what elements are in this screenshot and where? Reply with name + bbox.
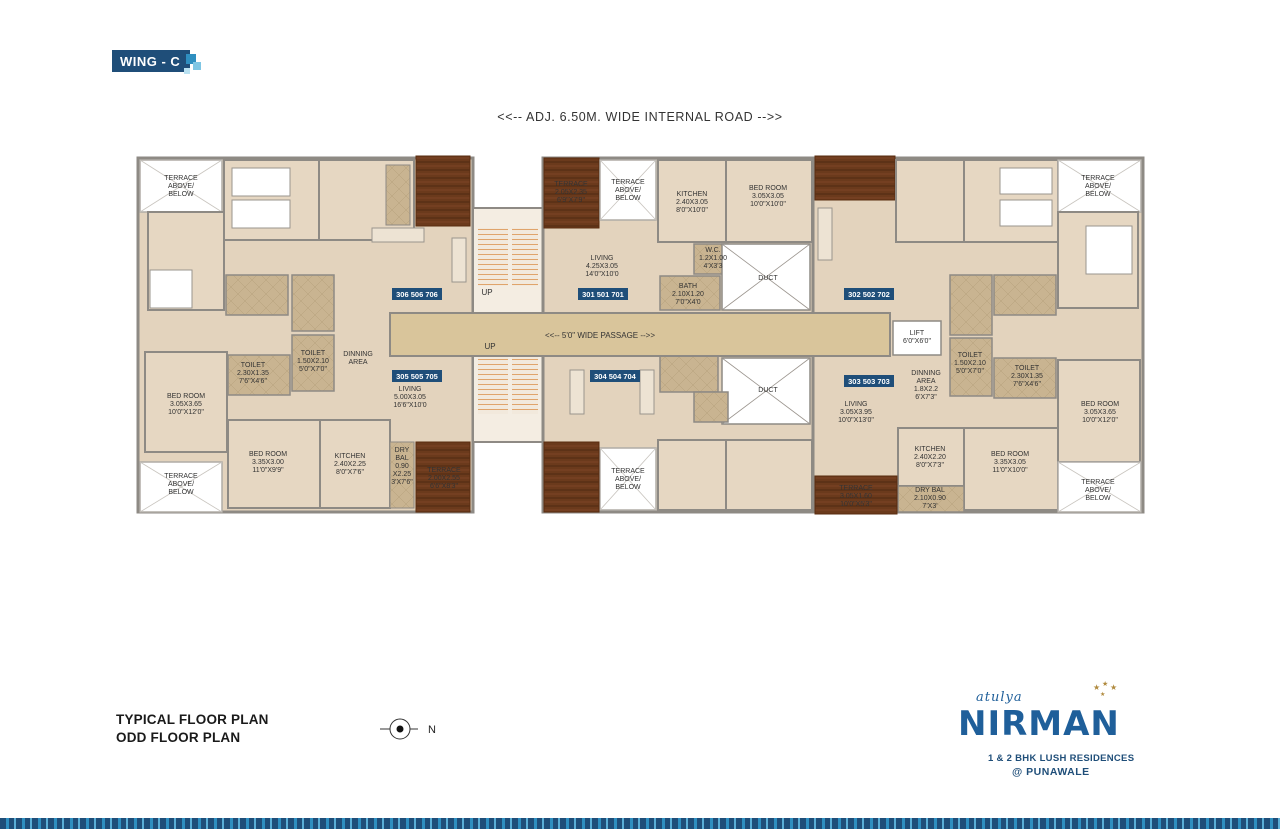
wing-badge-decor — [193, 62, 201, 70]
unit-tag-label: 303 503 703 — [848, 377, 890, 386]
unit-tag-label: 301 501 701 — [582, 290, 624, 299]
room-label-duct-top: DUCT — [758, 275, 778, 282]
room-label-stair-up-bottom: UP — [484, 342, 495, 351]
stars-icon: ★ ★ ★ ★ — [1093, 680, 1117, 698]
unit-tag-304: 304 504 704 — [590, 370, 640, 382]
room-label-stair-up-top: UP — [481, 288, 492, 297]
wing-badge-decor — [186, 54, 196, 64]
north-label: N — [428, 724, 436, 736]
lift — [892, 320, 942, 356]
unit-tag-label: 306 506 706 — [396, 290, 438, 299]
room-label-duct-bottom: DUCT — [758, 387, 778, 394]
unit-tag-label: 302 502 702 — [848, 290, 890, 299]
unit-tag-302: 302 502 702 — [844, 288, 894, 300]
brand-tagline: 1 & 2 BHK LUSH RESIDENCES — [988, 753, 1135, 764]
plan-title-line: TYPICAL FLOOR PLAN — [116, 712, 269, 727]
road-label: <<-- ADJ. 6.50M. WIDE INTERNAL ROAD -->> — [497, 110, 783, 124]
wing-badge-decor — [184, 68, 190, 74]
unit-tag-label: 304 504 704 — [594, 372, 637, 381]
brand-name: NIRMAN — [958, 704, 1120, 744]
svg-text:★: ★ — [1100, 691, 1105, 698]
svg-text:★: ★ — [1093, 683, 1100, 692]
brand-logo: ★ ★ ★ ★ atulya NIRMAN 1 & 2 BHK LUSH RES… — [950, 680, 1160, 780]
right-block — [811, 155, 1145, 515]
unit-tag-306: 306 506 706 — [392, 288, 442, 300]
svg-text:★: ★ — [1110, 683, 1117, 692]
plan-title: TYPICAL FLOOR PLAN ODD FLOOR PLAN — [116, 711, 269, 747]
passage-label: <<-- 5'0" WIDE PASSAGE -->> — [545, 331, 655, 340]
north-compass: N — [380, 718, 436, 740]
unit-tag-label: 305 505 705 — [396, 372, 438, 381]
unit-tag-303: 303 503 703 — [844, 375, 894, 387]
wing-badge: WING - C — [112, 50, 190, 72]
bottom-band — [0, 818, 1280, 829]
svg-text:★: ★ — [1102, 680, 1108, 688]
plan-title-line: ODD FLOOR PLAN — [116, 730, 241, 745]
unit-tag-301: 301 501 701 — [578, 288, 628, 300]
passage — [389, 312, 891, 357]
brand-script: atulya — [976, 690, 1023, 705]
brand-location: @ PUNAWALE — [1012, 766, 1090, 778]
unit-tag-305: 305 505 705 — [392, 370, 442, 382]
